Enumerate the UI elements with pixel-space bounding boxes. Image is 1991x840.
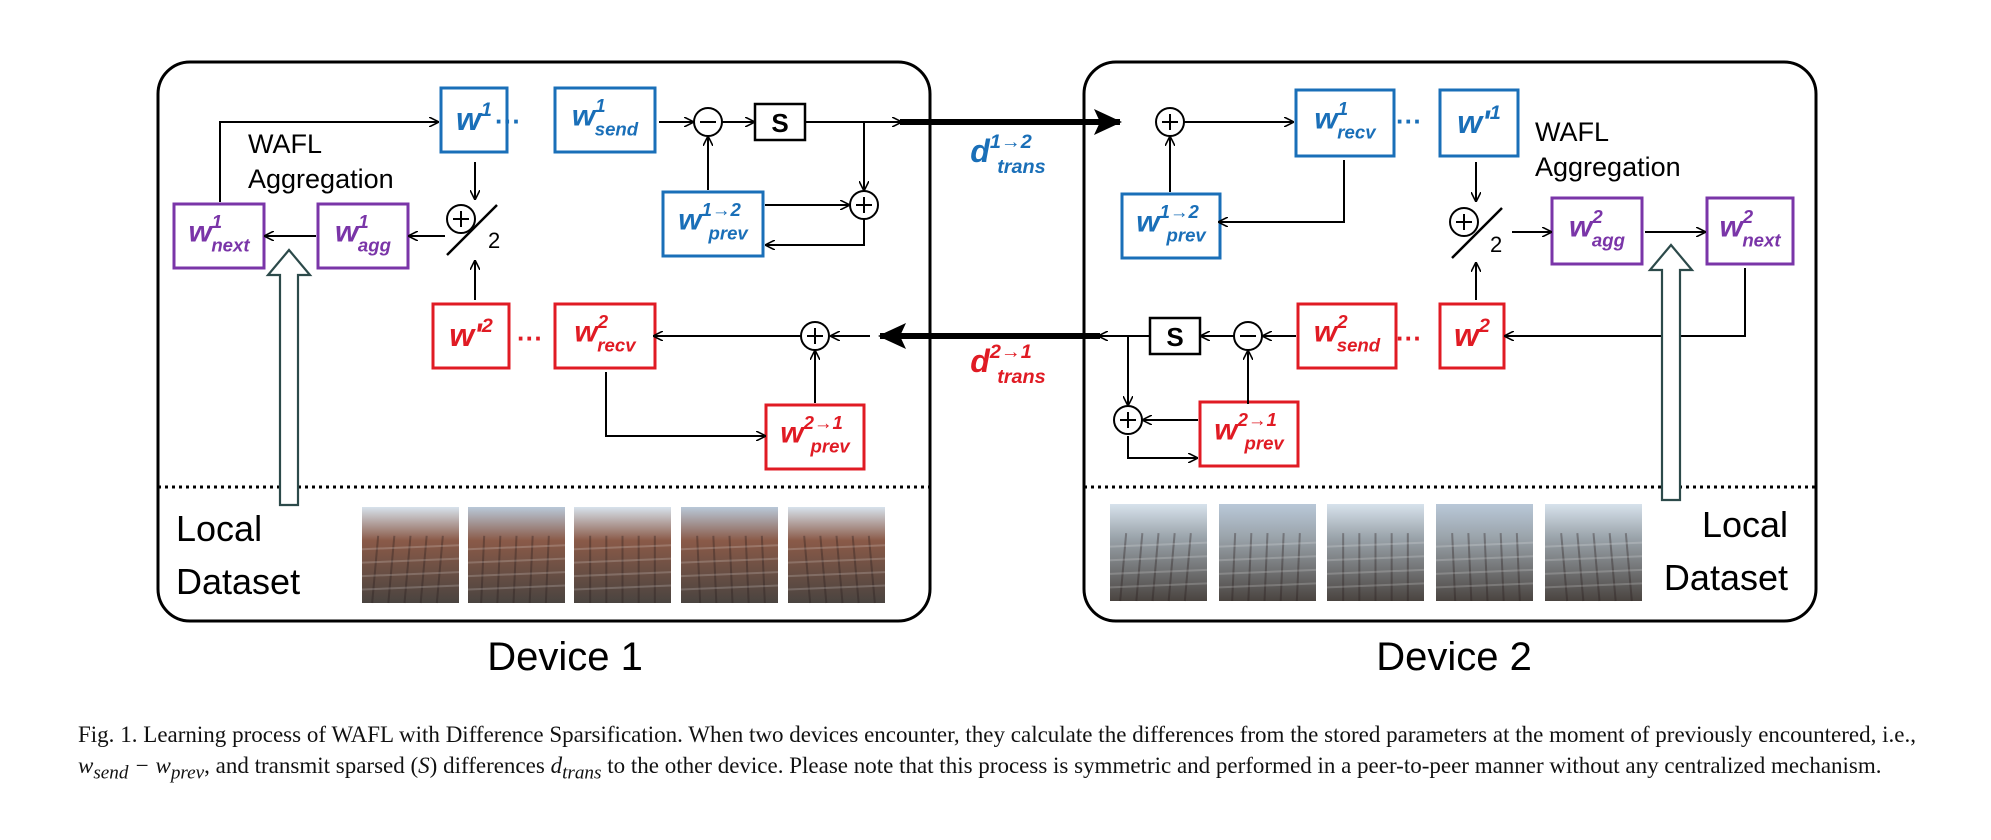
device1-half-label: 2 <box>488 228 500 253</box>
device2-dataset-photo-5 <box>1544 504 1643 602</box>
device2-w-prime-label: w'1 <box>1457 102 1501 140</box>
device2-frame <box>1082 60 1818 623</box>
device2-w-next-box <box>1705 196 1795 266</box>
device1-w-send-box <box>553 86 657 154</box>
device2-aggregation-label-line2: Aggregation <box>1535 152 1681 182</box>
device1-aggregation-label-line2: Aggregation <box>248 164 394 194</box>
device2-aggregation-label-line1: WAFL <box>1535 117 1609 147</box>
device1-w-next-box <box>172 202 266 270</box>
device1-dataset-photo-4 <box>680 507 779 604</box>
device2-average-operator <box>1449 207 1503 259</box>
device2-w-recv-box <box>1294 88 1396 158</box>
device1-ellipsis-blue: ··· <box>495 106 521 136</box>
device2-plus-operator-lower <box>1113 405 1143 435</box>
device2-ellipsis-blue: ··· <box>1396 106 1422 136</box>
device2-dataset-photo-1 <box>1109 504 1208 602</box>
device2-w-prev-in-box <box>1120 192 1222 260</box>
device1-w-prev-box <box>661 190 765 258</box>
device1-w-agg-box <box>316 202 410 270</box>
caption-prefix: Fig. 1. Learning process of WAFL with Di… <box>78 722 1916 747</box>
device2-sparsify-label: S <box>1166 322 1183 352</box>
device1-dataset-line1: Local <box>176 508 262 549</box>
device1-minus-operator <box>693 107 723 137</box>
device1-arrow-plus-back-to-prev <box>767 219 865 245</box>
device2-w-agg-box <box>1550 196 1644 266</box>
device2-half-label: 2 <box>1490 232 1502 257</box>
device2-w-box <box>1438 302 1506 370</box>
caption-middle: , and transmit sparsed ( <box>204 753 419 778</box>
device2-arrow-recv-to-previn <box>1220 160 1345 222</box>
device1-arrow-recv-to-previn <box>605 372 764 436</box>
device1-frame <box>156 60 932 623</box>
device2-w-label: w2 <box>1454 315 1490 353</box>
device1-dataset-photo-1 <box>361 507 460 604</box>
device1-ellipsis-red: ··· <box>517 323 543 353</box>
caption-math1: wsend − wprev <box>78 753 205 784</box>
device1-title: Device 1 <box>487 635 643 679</box>
device1-plus-operator-upper <box>849 190 879 220</box>
device2-dataset-hollow-arrow <box>1647 243 1695 502</box>
device1-w-box <box>439 86 509 154</box>
device1-w-prime-label: w'2 <box>449 315 493 353</box>
caption-math2: S <box>418 753 430 778</box>
device2-arrow-next-to-w <box>1506 268 1746 336</box>
caption-math3: dtrans <box>550 753 602 784</box>
figure-caption: Fig. 1. Learning process of WAFL with Di… <box>78 719 1916 789</box>
device2-minus-operator <box>1233 321 1263 351</box>
device2-ellipsis-red: ··· <box>1396 323 1422 353</box>
device1-w-prev-in-box <box>764 403 866 471</box>
device1-plus-operator-lower <box>800 321 830 351</box>
device1-arrow-next-to-w <box>219 122 437 202</box>
device1-w-label: w1 <box>456 99 492 137</box>
device2-plus-operator-upper <box>1155 107 1185 137</box>
device2-w-prev-box <box>1198 400 1300 468</box>
device2-arrow-plus-back-to-prev <box>1127 436 1196 458</box>
caption-middle2: ) differences <box>429 753 551 778</box>
device2-dataset-photo-2 <box>1218 504 1317 602</box>
device1-dataset-line2: Dataset <box>176 561 300 602</box>
device1-dataset-photo-5 <box>787 507 886 604</box>
device2-w-send-box <box>1296 302 1398 370</box>
device1-w-recv-box <box>553 302 657 370</box>
device1-dataset-photo-2 <box>467 507 566 604</box>
device2-dataset-photo-4 <box>1435 504 1534 602</box>
device1-average-operator <box>446 204 498 256</box>
device1-aggregation-label-line1: WAFL <box>248 129 322 159</box>
device1-dataset-hollow-arrow <box>265 248 313 507</box>
device1-w-prime-box <box>431 302 511 370</box>
device2-dataset-line2: Dataset <box>1664 557 1788 598</box>
device1-sparsify-label: S <box>771 108 788 138</box>
device2-title: Device 2 <box>1376 635 1532 679</box>
device2-dataset-line1: Local <box>1702 504 1788 545</box>
caption-suffix: to the other device. Please note that th… <box>601 753 1882 778</box>
device2-w-prime-box <box>1438 88 1520 158</box>
device1-dataset-photo-3 <box>573 507 672 603</box>
device2-dataset-photo-3 <box>1326 504 1425 601</box>
device1-sparsify-box <box>753 102 807 142</box>
